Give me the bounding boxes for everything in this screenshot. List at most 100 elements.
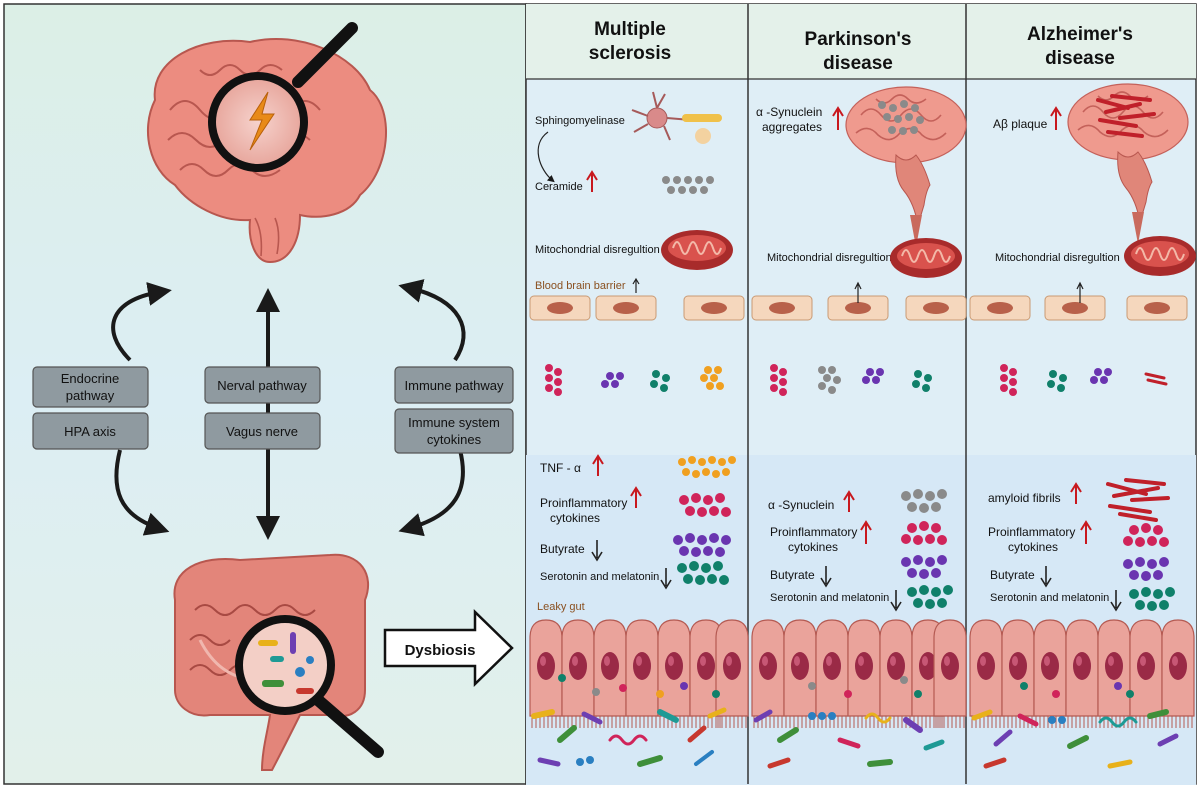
- amyloid-fibrils-label: amyloid fibrils: [988, 491, 1061, 505]
- hpa-axis-box: HPA axis: [32, 412, 149, 450]
- pd-mitochondrion-icon: [889, 237, 963, 279]
- pd-butyrate-particles: [901, 555, 947, 579]
- dysbiosis-arrow: Dysbiosis: [383, 609, 514, 687]
- arrow-up-right: [398, 279, 466, 362]
- magnifier-brain: [208, 22, 358, 172]
- sphingomyelinase-label: Sphingomyelinase: [535, 115, 625, 127]
- lightning-icon: [249, 91, 275, 151]
- gut-epithelium: [529, 619, 1195, 729]
- pd-butyrate-label: Butyrate: [770, 568, 815, 582]
- abeta-up-arrow: [1050, 106, 1062, 130]
- svg-text:Vagus nerve: Vagus nerve: [226, 424, 298, 439]
- svg-text:Nerval pathway: Nerval pathway: [217, 378, 307, 393]
- ms-butyrate-down-arrow: [591, 540, 603, 562]
- immune-system-box: Immune system cytokines: [394, 408, 514, 454]
- pd-aggregates: [878, 100, 924, 135]
- circulating-cytokines-ad: [1000, 364, 1168, 396]
- arrow-up-left: [111, 282, 172, 362]
- pd-proinf-label-2: cytokines: [788, 540, 838, 554]
- pd-proinf-particles: [901, 521, 947, 545]
- ms-serotonin-particles: [677, 561, 729, 585]
- svg-text:Multiple: Multiple: [594, 19, 666, 40]
- amyloid-fibrils-icon: [1106, 478, 1170, 522]
- asyn-aggregates-label-2: aggregates: [762, 120, 822, 134]
- gut-microbiota: [531, 707, 1179, 769]
- ad-proinf-label-2: cytokines: [1008, 540, 1058, 554]
- svg-text:HPA axis: HPA axis: [64, 424, 116, 439]
- ad-serotonin-label: Serotonin and melatonin: [990, 592, 1109, 604]
- ms-mito-label: Mitochondrial disregultion: [535, 244, 660, 256]
- ms-proinf-up-arrow: [630, 486, 642, 508]
- ms-proinf-label-2: cytokines: [550, 511, 600, 525]
- ad-serotonin-down-arrow: [1110, 590, 1122, 612]
- ms-butyrate-label: Butyrate: [540, 542, 585, 556]
- svg-text:Immune system: Immune system: [408, 415, 500, 430]
- ad-proinf-particles: [1123, 523, 1169, 547]
- pd-serotonin-down-arrow: [890, 590, 902, 612]
- circulating-cytokines-ms: [545, 364, 724, 396]
- ad-mitochondrion-icon: [1123, 235, 1197, 277]
- pd-proinf-up-arrow: [860, 520, 872, 544]
- svg-text:Alzheimer's: Alzheimer's: [1027, 24, 1133, 45]
- leaking-particles: [558, 674, 1134, 698]
- ceramide-label: Ceramide: [535, 181, 583, 193]
- svg-text:Parkinson's: Parkinson's: [805, 29, 912, 50]
- header-alzheimers: Alzheimer's disease: [1027, 24, 1133, 69]
- svg-text:disease: disease: [1045, 48, 1115, 69]
- svg-text:sclerosis: sclerosis: [589, 43, 671, 64]
- tnf-particles: [678, 456, 736, 478]
- svg-text:pathway: pathway: [66, 388, 115, 403]
- ad-plaques: [1096, 94, 1156, 138]
- neuron-icon: [631, 91, 722, 144]
- ms-proinf-label-1: Proinflammatory: [540, 496, 627, 510]
- vagus-nerve-box: Vagus nerve: [204, 412, 321, 450]
- amyloid-up-arrow: [1070, 482, 1082, 504]
- arrow-down-right: [398, 449, 465, 537]
- ad-mito-label: Mitochondrial disregultion: [995, 252, 1120, 264]
- magnifier-gut: [235, 615, 384, 758]
- ms-serotonin-label: Serotonin and melatonin: [540, 571, 659, 583]
- nerval-pathway-box: Nerval pathway: [204, 366, 321, 404]
- svg-text:Dysbiosis: Dysbiosis: [405, 642, 476, 659]
- circulating-cytokines-pd: [770, 364, 932, 396]
- svg-text:Endocrine: Endocrine: [61, 371, 120, 386]
- ms-proinf-particles: [679, 493, 731, 517]
- asyn-up-arrow: [832, 106, 844, 130]
- pd-butyrate-down-arrow: [820, 566, 832, 588]
- ad-butyrate-label: Butyrate: [990, 568, 1035, 582]
- pd-asyn-up-arrow: [843, 490, 855, 512]
- abeta-label: Aβ plaque: [993, 117, 1048, 131]
- immune-pathway-box: Immune pathway: [394, 366, 514, 404]
- tnf-up-arrow: [592, 454, 604, 476]
- endocrine-pathway-box: Endocrine pathway: [32, 366, 149, 408]
- ad-proinf-up-arrow: [1080, 520, 1092, 544]
- svg-text:disease: disease: [823, 53, 893, 74]
- arrow-down-left: [114, 449, 170, 536]
- pd-asyn-label: α -Synuclein: [768, 498, 834, 512]
- ad-butyrate-down-arrow: [1040, 566, 1052, 588]
- pd-proinf-label-1: Proinflammatory: [770, 525, 857, 539]
- svg-text:Immune pathway: Immune pathway: [405, 378, 504, 393]
- header-multiple-sclerosis: Multiple sclerosis: [589, 19, 671, 64]
- svg-text:cytokines: cytokines: [427, 432, 482, 447]
- pd-mito-label: Mitochondrial disregultion: [767, 252, 892, 264]
- pd-asyn-particles: [901, 489, 947, 513]
- ceramide-particles: [662, 176, 714, 194]
- ad-proinf-label-1: Proinflammatory: [988, 525, 1075, 539]
- ceramide-up-arrow: [586, 170, 598, 192]
- ms-serotonin-down-arrow: [660, 568, 672, 590]
- ms-butyrate-particles: [673, 533, 731, 557]
- pd-serotonin-label: Serotonin and melatonin: [770, 592, 889, 604]
- leaky-gut-label: Leaky gut: [537, 601, 585, 613]
- header-band: [526, 4, 1196, 79]
- ad-butyrate-particles: [1123, 557, 1169, 581]
- header-parkinsons: Parkinson's disease: [805, 29, 912, 74]
- ms-mitochondrion-icon: [660, 229, 734, 271]
- bbb-label: Blood brain barrier: [535, 280, 626, 292]
- pd-serotonin-particles: [907, 585, 953, 609]
- ad-serotonin-particles: [1129, 587, 1175, 611]
- asyn-aggregates-label-1: α -Synuclein: [756, 105, 822, 119]
- tnf-label: TNF - α: [540, 461, 581, 475]
